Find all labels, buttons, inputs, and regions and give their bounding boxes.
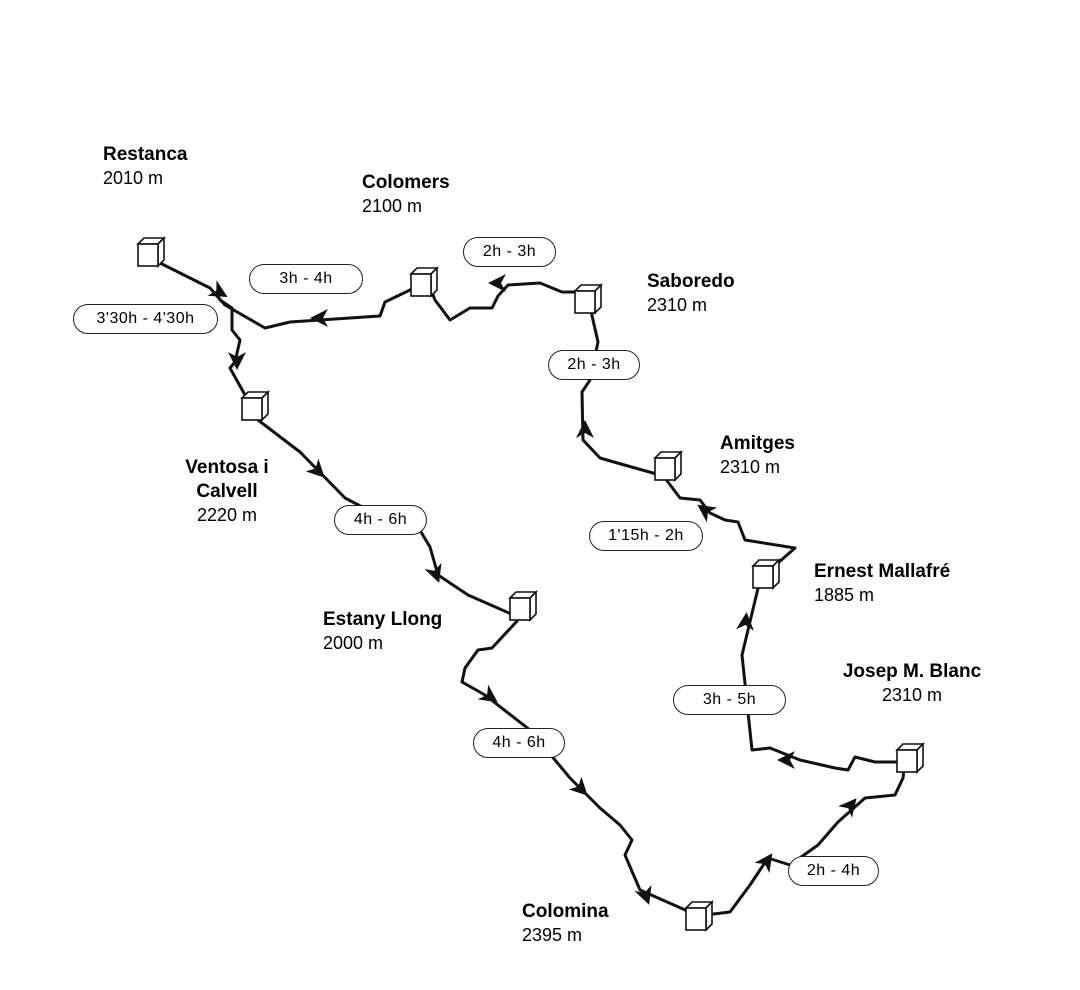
stage-time-restanca-ventosa: 3'30h - 4'30h [73,304,218,334]
arrow-icon [310,309,328,327]
arrow-icon [838,798,857,818]
arrow-icon [754,853,773,874]
trail-colomina-blanc [703,758,907,917]
stage-time-colomers-saboredo: 2h - 3h [463,237,556,267]
refuge-name: Amitges [720,433,795,454]
arrow-icon [697,504,718,523]
trail-restanca-ventosa [218,298,247,397]
stage-time-saboredo-amitges: 2h - 3h [548,350,640,380]
hut-icon-colomers [410,267,438,297]
stage-time-ventosa-estany: 4h - 6h [334,505,427,535]
stage-time-blanc-mallafre: 3h - 5h [673,685,786,715]
arrow-icon [424,562,442,583]
refuge-name: Josep M. Blanc [842,661,982,682]
refuge-label-restanca: Restanca 2010 m [103,143,188,189]
refuge-altitude: 2100 m [362,195,423,216]
trail-colomers-saboredo [426,280,587,322]
arrow-icon [477,684,498,703]
hut-icon-josep-blanc [896,743,924,773]
refuge-label-mallafre: Ernest Mallafré 1885 m [814,560,950,606]
refuge-huts [137,237,924,931]
refuge-label-saboredo: Saboredo 2310 m [647,270,735,316]
arrow-icon [228,352,246,370]
trail-amitges-mallafre [663,476,797,572]
refuge-name: Colomina [522,901,609,922]
trail-arrows [207,274,857,905]
trail-lines [148,256,907,917]
arrow-icon [488,274,506,292]
arrow-icon [777,751,795,769]
refuge-name: Ernest Mallafré [814,561,951,582]
hut-icon-colomina [685,901,713,931]
refuge-altitude: 2220 m [196,504,258,525]
hut-icon-amitges [654,451,682,481]
stage-time-estany-colomina: 4h - 6h [473,728,565,758]
refuge-altitude: 2310 m [720,456,781,477]
refuge-altitude: 2000 m [323,632,384,653]
refuge-name: Colomers [362,172,450,193]
arrow-icon [736,612,754,631]
trail-saboredo-amitges [580,296,662,477]
hut-icon-restanca [137,237,165,267]
stage-time-colomina-blanc: 2h - 4h [788,856,879,886]
arrow-icon [207,280,228,297]
arrow-icon [634,884,652,905]
refuge-altitude: 2395 m [522,924,583,945]
stage-time-restanca-colomers: 3h - 4h [249,264,363,294]
refuge-label-colomina: Colomina 2395 m [522,900,609,946]
stage-time-amitges-mallafre: 1'15h - 2h [589,521,703,551]
refuge-name: Saboredo [647,271,735,292]
trail-estany-colomina [460,618,694,915]
refuge-name: Estany Llong [323,609,443,630]
refuge-altitude: 2310 m [881,684,943,705]
refuge-label-estany-llong: Estany Llong 2000 m [323,608,442,654]
refuge-altitude: 2010 m [103,167,164,188]
arrow-icon [576,420,594,438]
hut-icon-estany-llong [509,591,537,621]
refuge-altitude: 2310 m [647,294,708,315]
refuge-label-josep-blanc: Josep M. Blanc 2310 m [822,660,1002,706]
refuge-label-colomers: Colomers 2100 m [362,171,450,217]
hut-icon-ventosa [241,391,269,421]
refuge-label-amitges: Amitges 2310 m [720,432,795,478]
refuge-name: Restanca [103,144,188,165]
refuge-label-ventosa: Ventosa i Calvell 2220 m [168,456,286,526]
refuge-name: Ventosa i [185,457,269,478]
hut-icon-saboredo [574,284,602,314]
hut-icon-mallafre [752,559,780,589]
refuge-name: Calvell [196,480,258,502]
refuge-altitude: 1885 m [814,584,875,605]
